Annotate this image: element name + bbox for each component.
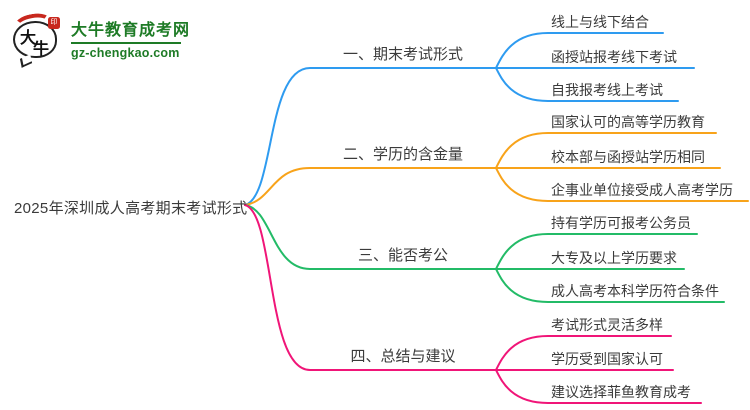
leaf-topic: 学历受到国家认可 bbox=[551, 351, 663, 367]
branch-1-topic: 一、期末考试形式 bbox=[342, 46, 463, 63]
leaf-topic: 国家认可的高等学历教育 bbox=[551, 114, 705, 130]
leaf-topic: 线上与线下结合 bbox=[551, 14, 649, 30]
leaf-topic: 函授站报考线下考试 bbox=[551, 49, 677, 65]
logo-char-2: 牛 bbox=[33, 41, 50, 58]
site-logo: 大 牛 印 大牛教育成考网 gz-chengkao.com bbox=[12, 10, 190, 68]
logo-divider bbox=[71, 42, 181, 44]
branch-4-topic: 四、总结与建议 bbox=[350, 348, 456, 365]
site-url: gz-chengkao.com bbox=[71, 45, 180, 60]
branch-3-wires bbox=[244, 204, 725, 303]
leaf-topic: 校本部与函授站学历相同 bbox=[551, 149, 705, 165]
leaf-topic: 建议选择菲鱼教育成考 bbox=[551, 384, 691, 400]
site-name: 大牛教育成考网 bbox=[71, 22, 191, 40]
branch-2-wires bbox=[244, 132, 749, 206]
branch-3-topic: 三、能否考公 bbox=[357, 247, 448, 264]
logo-char-1: 大 bbox=[20, 30, 37, 47]
speech-bubble-icon: 大 牛 印 bbox=[12, 10, 62, 68]
root-topic: 2025年深圳成人高考期末考试形式 bbox=[14, 200, 248, 217]
leaf-topic: 成人高考本科学历符合条件 bbox=[551, 283, 719, 299]
branch-4-wires bbox=[244, 204, 702, 404]
leaf-topic: 自我报考线上考试 bbox=[551, 82, 663, 98]
leaf-topic: 持有学历可报考公务员 bbox=[551, 215, 691, 231]
leaf-topic: 企事业单位接受成人高考学历 bbox=[551, 182, 733, 198]
seal-icon: 印 bbox=[48, 17, 60, 29]
branch-2-topic: 二、学历的含金量 bbox=[342, 146, 463, 163]
branch-1-wires bbox=[244, 32, 695, 206]
leaf-topic: 考试形式灵活多样 bbox=[551, 317, 663, 333]
leaf-topic: 大专及以上学历要求 bbox=[551, 250, 677, 266]
logo-text-block: 大牛教育成考网 gz-chengkao.com bbox=[71, 16, 190, 60]
